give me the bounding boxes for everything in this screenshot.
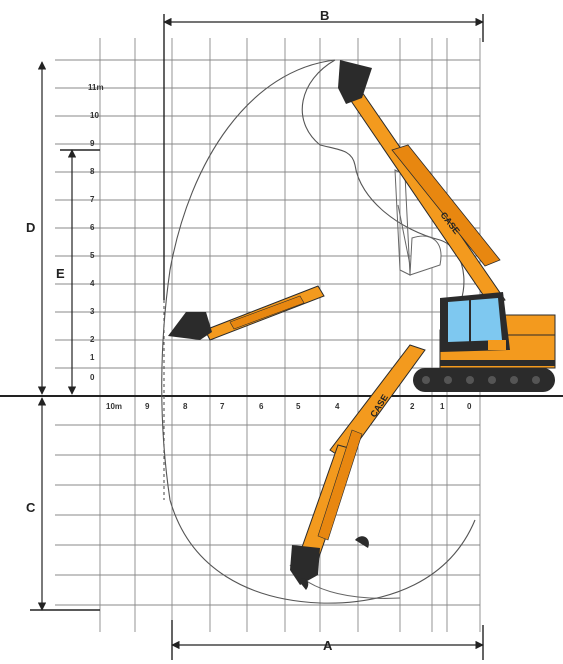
height-tick-4: 4 xyxy=(90,279,95,288)
distance-tick-10m: 10m xyxy=(106,402,122,411)
height-tick-1: 1 xyxy=(90,353,95,362)
dimension-label-e: E xyxy=(56,266,65,281)
grid xyxy=(55,38,481,632)
height-tick-2: 2 xyxy=(90,335,95,344)
height-tick-5: 5 xyxy=(90,251,95,260)
distance-tick-7: 7 xyxy=(220,402,225,411)
dimension-label-a: A xyxy=(323,638,333,653)
height-tick-11m: 11m xyxy=(88,83,104,92)
digging-boom-and-arm: CASE xyxy=(290,344,426,590)
height-tick-6: 6 xyxy=(90,223,95,232)
raised-boom-and-arm: CASE xyxy=(338,60,506,306)
distance-tick-8: 8 xyxy=(183,402,188,411)
cab-window xyxy=(448,298,502,342)
ghost-arm-outline xyxy=(394,169,442,276)
dimension-lines xyxy=(30,14,484,660)
distance-ticks: 10m 9 8 7 6 5 4 3 2 1 0 xyxy=(106,402,472,411)
excavator-body xyxy=(413,292,556,392)
distance-tick-6: 6 xyxy=(259,402,264,411)
height-tick-7: 7 xyxy=(90,195,95,204)
distance-tick-5: 5 xyxy=(296,402,301,411)
tracks xyxy=(413,368,555,392)
dimension-label-b: B xyxy=(320,8,329,23)
distance-tick-9: 9 xyxy=(145,402,150,411)
height-tick-3: 3 xyxy=(90,307,95,316)
extended-bucket xyxy=(168,312,212,340)
height-tick-9: 9 xyxy=(90,139,95,148)
dimension-label-d: D xyxy=(26,220,35,235)
dimension-label-c: C xyxy=(26,500,36,515)
height-tick-8: 8 xyxy=(90,167,95,176)
distance-tick-1: 1 xyxy=(440,402,445,411)
distance-tick-4: 4 xyxy=(335,402,340,411)
height-tick-0: 0 xyxy=(90,373,95,382)
distance-tick-0: 0 xyxy=(467,402,472,411)
height-tick-10: 10 xyxy=(90,111,99,120)
raised-bucket xyxy=(338,60,372,104)
distance-tick-2: 2 xyxy=(410,402,415,411)
extended-arm xyxy=(168,285,325,341)
height-ticks: 11m 10 9 8 7 6 5 4 3 2 1 0 xyxy=(88,83,104,382)
digging-bucket xyxy=(290,545,320,585)
